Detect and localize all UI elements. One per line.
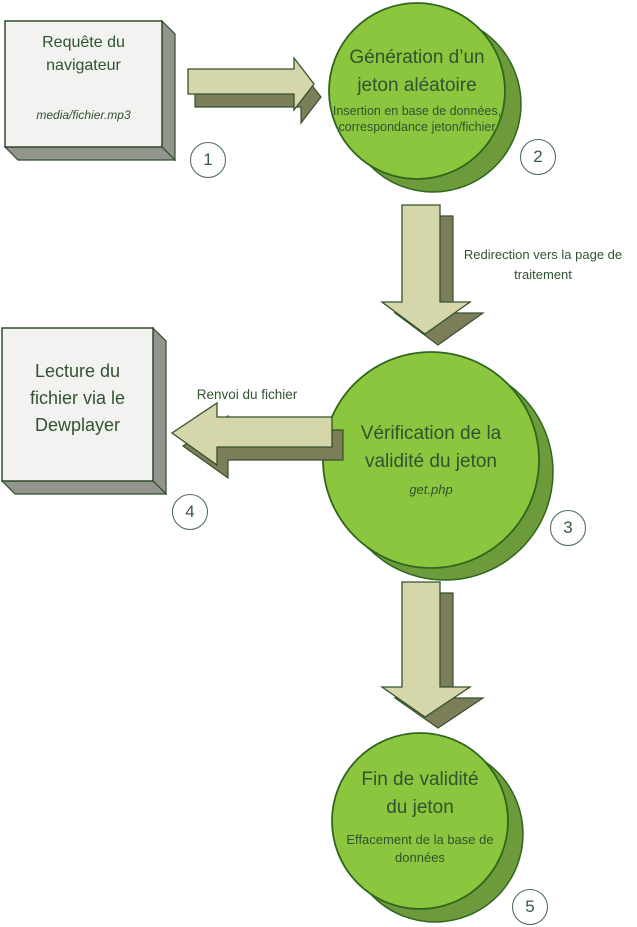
arrow-left-icon [170,401,344,480]
arrow-down-icon-1 [380,204,485,346]
lecture-box-shape [1,327,167,495]
redirection-edge-label: Redirection vers la page de traitement [463,247,623,282]
generation-node-title: Génération d’un jeton aléatoire [349,47,485,96]
box-front-face [1,327,154,482]
box-front-face [4,20,163,148]
requete-box-shape [4,20,176,161]
step-badge-5: 5 [512,889,548,925]
fin-node-title: Fin de validité du jeton [361,769,479,818]
verification-node-title: Vérification de la validité du jeton [360,423,502,472]
arrow-body [380,204,473,335]
generation-node-subtitle: Insertion en base de données, correspond… [332,104,502,135]
arrow-right-icon [187,56,322,125]
fin-node-subtitle: Effacement de la base de données [346,832,494,865]
box-right-face [152,327,167,495]
lecture-node-title: Lecture du fichier via le Dewplayer [29,361,126,435]
step-badge-2: 2 [520,139,556,175]
box-bottom-face [4,146,176,161]
requete-node-title: Requête du navigateur [42,34,125,75]
fin-circle-shape [331,732,524,923]
arrow-body [170,401,333,467]
verification-node-subtitle: get.php [409,482,453,497]
step-badge-4: 4 [172,494,208,530]
arrow-body [379,581,473,718]
step-badge-3: 3 [550,510,586,546]
box-bottom-face [1,480,167,495]
requete-node-subtitle: media/fichier.mp3 [36,108,131,122]
step-badge-1: 1 [190,142,226,178]
arrow-down-icon-2 [379,581,485,729]
box-right-face [161,20,176,161]
circle-front [328,2,506,180]
verification-circle-shape [322,351,554,581]
renvoi-edge-label: Renvoi du fichier [196,387,298,402]
generation-circle-shape [328,2,522,193]
arrow-body [187,56,315,112]
circle-front [331,732,509,910]
